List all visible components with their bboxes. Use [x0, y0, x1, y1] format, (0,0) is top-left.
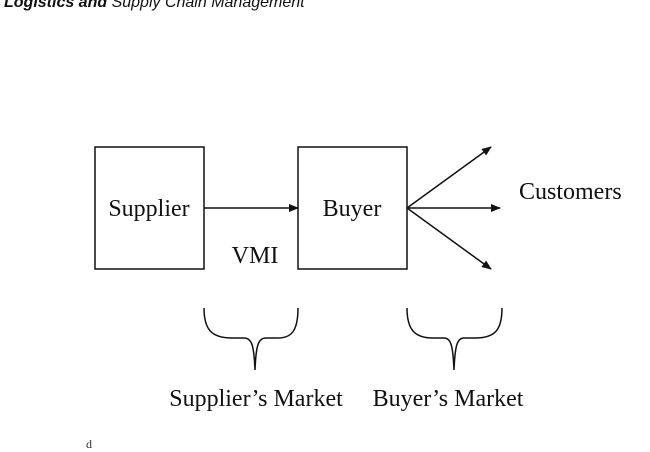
- vmi-label: VMI: [232, 243, 279, 269]
- customer-arrow-up: [406, 146, 492, 209]
- buyer-market-brace: [406, 307, 503, 371]
- footnote-mark: d: [86, 437, 92, 451]
- running-header: Logistics and Supply Chain Management: [4, 0, 305, 12]
- customer-arrow-down: [406, 207, 492, 270]
- buyer-market-label: Buyer’s Market: [373, 386, 524, 412]
- customers-label: Customers: [519, 179, 622, 205]
- header-bold-part: Logistics and: [4, 0, 108, 11]
- supplier-market-label: Supplier’s Market: [169, 386, 343, 412]
- buyer-label: Buyer: [323, 196, 382, 222]
- supplier-market-brace: [203, 307, 299, 371]
- header-title: Supply Chain Management: [111, 0, 305, 11]
- supplier-label: Supplier: [108, 196, 189, 222]
